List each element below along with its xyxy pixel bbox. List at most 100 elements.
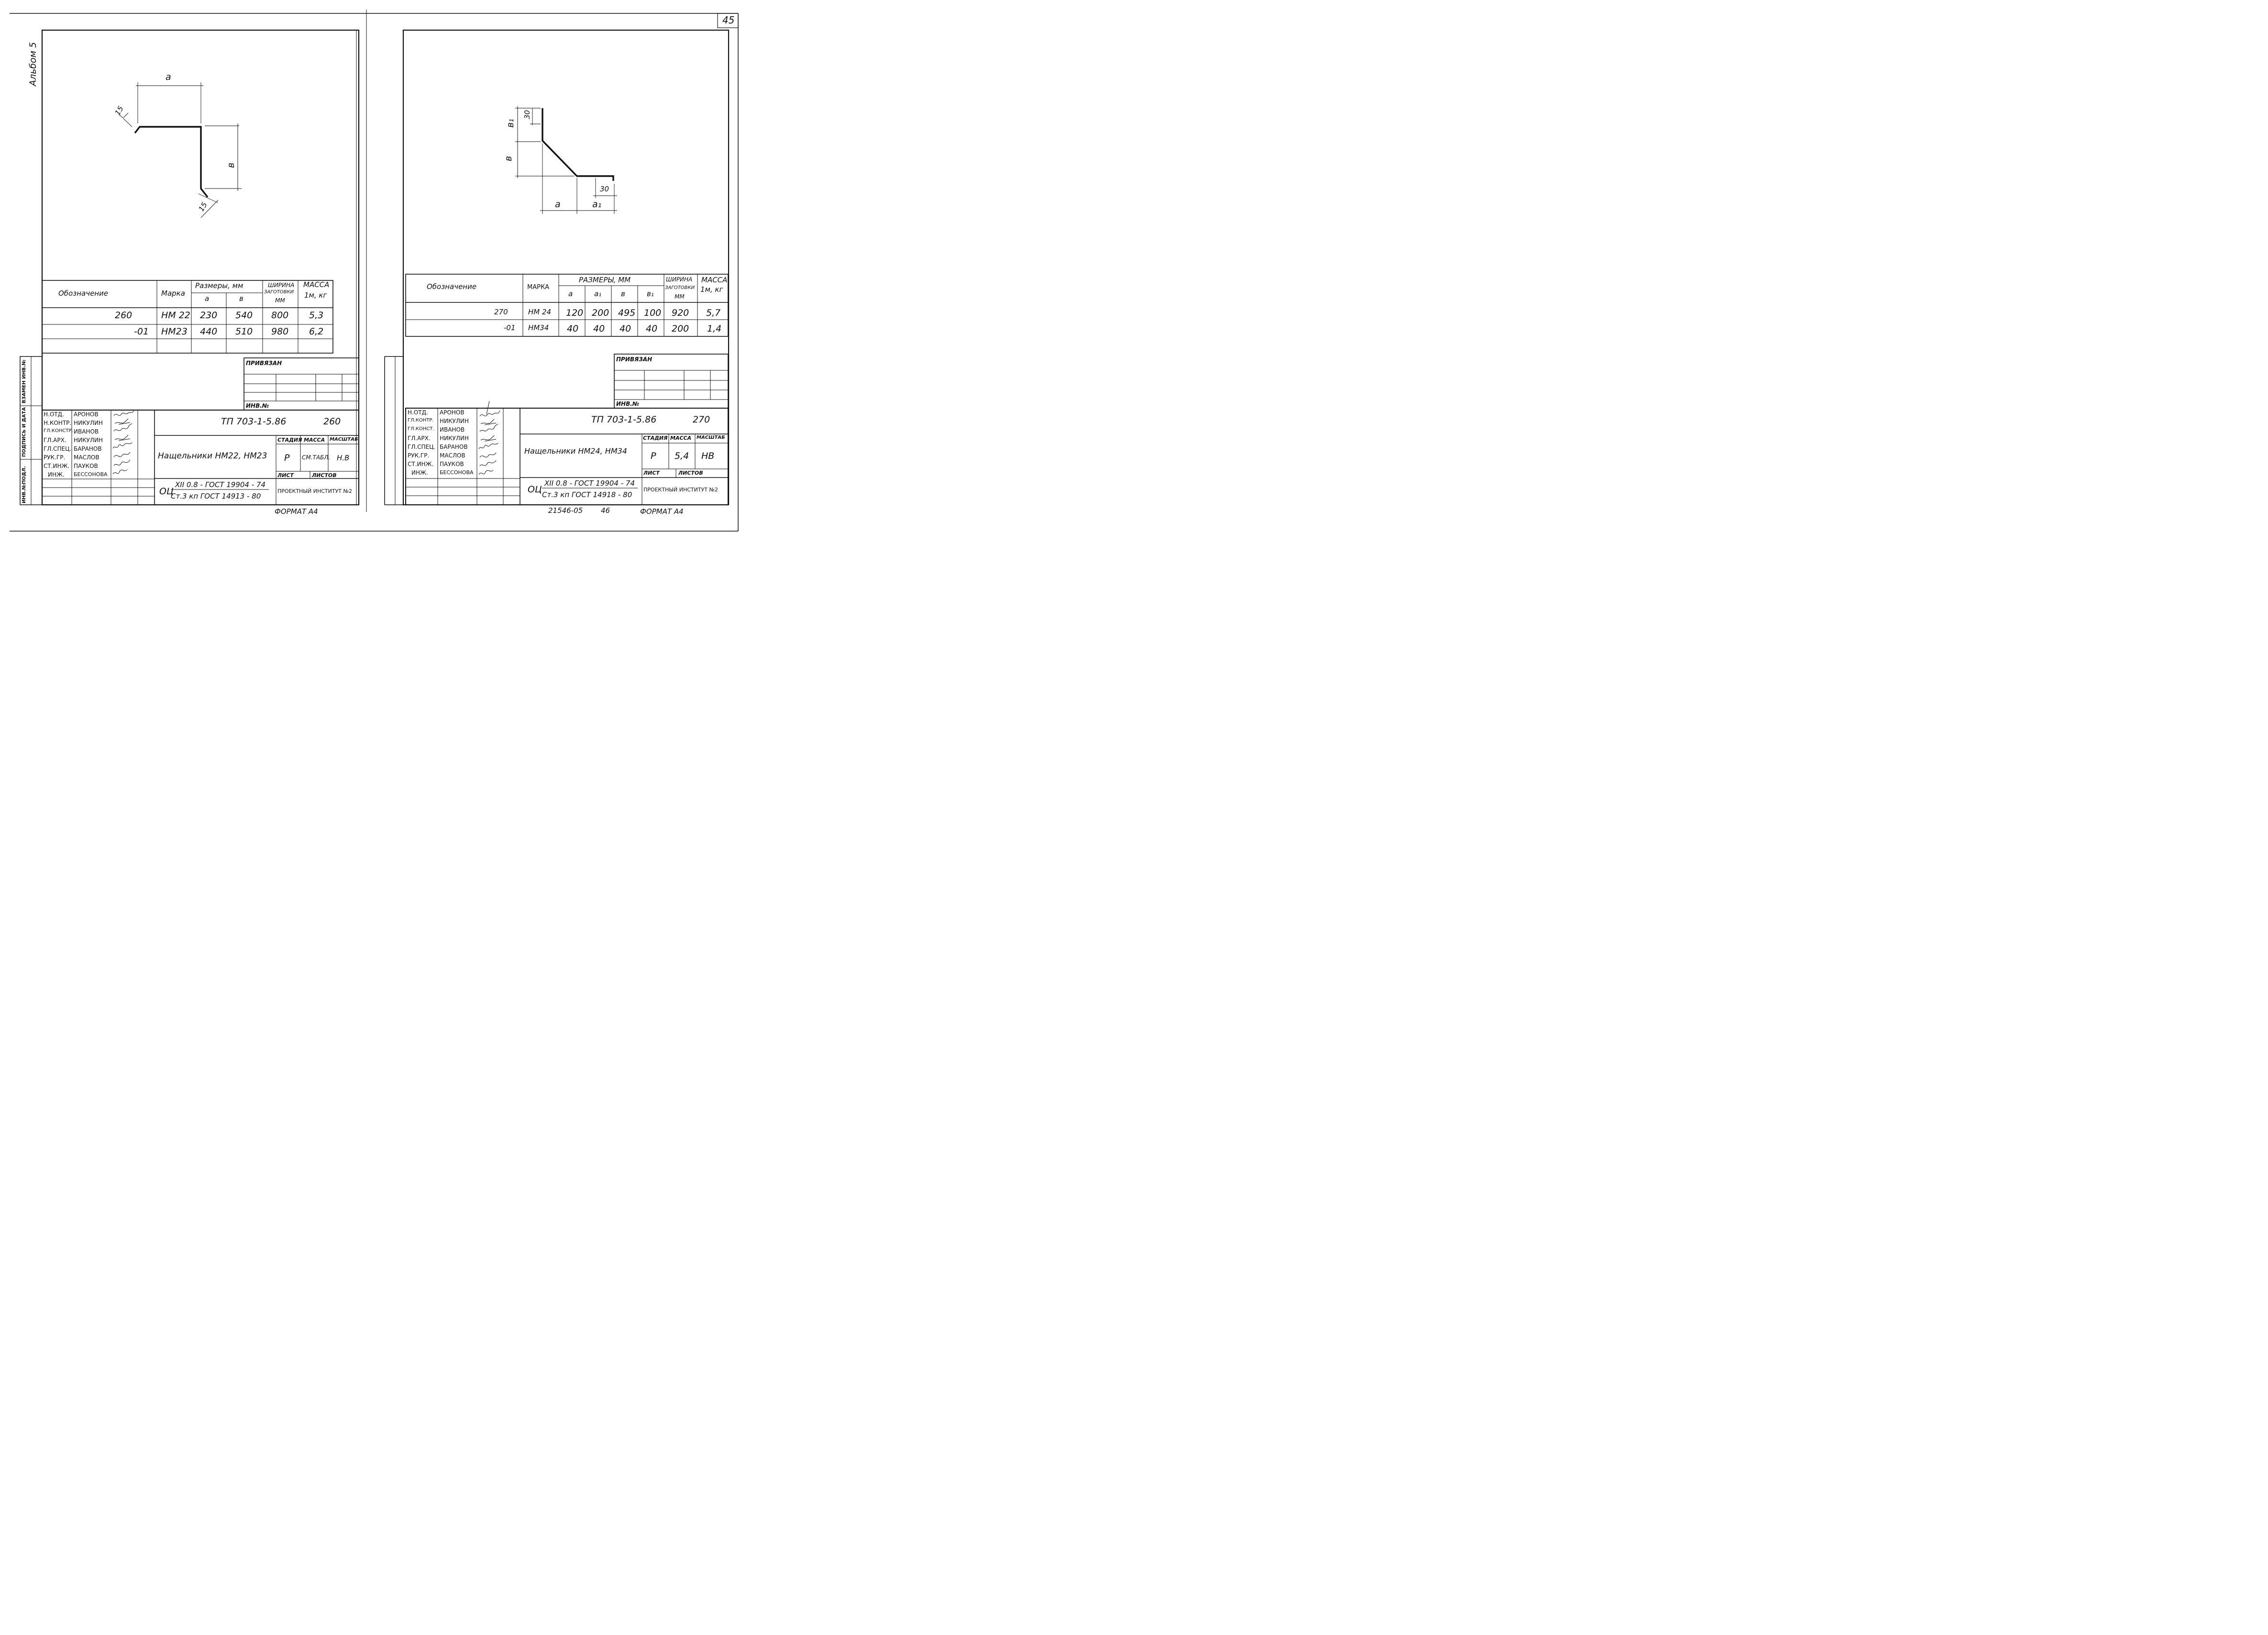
right-sheet-number: 270 — [693, 414, 710, 425]
right-role-0: Н.ОТД. — [408, 409, 428, 416]
left-th-sizes: Размеры, мм — [195, 281, 243, 290]
left-row2-designation: -01 — [134, 326, 149, 337]
left-row2-mark: НМ23 — [161, 326, 188, 337]
left-name-5: МАСЛОВ — [74, 454, 100, 461]
right-sheet-label: ЛИСТ — [643, 470, 660, 476]
left-role-2: ГЛ.КОНСТР. — [44, 428, 73, 434]
left-sheet-label: ЛИСТ — [277, 472, 294, 478]
right-archive-sheet: 46 — [601, 506, 610, 515]
right-scale-label: МАСШТАБ — [697, 435, 725, 440]
stamp-replaces-inv: ВЗАМЕН ИНВ.№ — [22, 359, 27, 403]
right-dim-b: в — [503, 156, 514, 162]
left-name-4: БАРАНОВ — [74, 445, 102, 452]
left-mass: СМ.ТАБЛ. — [302, 454, 331, 461]
right-dim-bottom: 30 — [600, 185, 609, 193]
stamp-inv-original: ИНВ.№ПОДЛ. — [22, 466, 27, 503]
left-th-width-2: ЗАГОТОВКИ — [264, 289, 294, 295]
left-th-designation: Обозначение — [58, 289, 109, 298]
right-th-designation: Обозначение — [427, 282, 477, 291]
right-name-4: БАРАНОВ — [440, 444, 468, 450]
right-role-2: ГЛ.КОНСТ. — [408, 426, 434, 432]
right-row2-a: 40 — [567, 323, 579, 334]
left-stage: Р — [284, 453, 290, 463]
right-format: ФОРМАТ А4 — [640, 507, 684, 516]
right-name-0: АРОНОВ — [440, 409, 465, 416]
right-th-mass-2: 1м, кг — [700, 285, 723, 294]
stamp-signature-date: ПОДПИСЬ И ДАТА — [22, 407, 27, 457]
right-archive-number: 21546-05 — [548, 506, 583, 515]
left-scale-label: МАСШТАБ — [330, 437, 358, 442]
left-name-1: НИКУЛИН — [74, 420, 103, 426]
left-scale: Н.В — [337, 454, 350, 462]
left-material-bottom: Ст.3 кп ГОСТ 14913 - 80 — [171, 492, 261, 501]
right-row2-b: 40 — [620, 323, 631, 334]
right-title: Нащельники НМ24, НМ34 — [524, 446, 627, 456]
left-th-b: в — [239, 294, 243, 303]
right-th-a1: a₁ — [594, 289, 602, 298]
left-sheets-label: ЛИСТОВ — [312, 472, 337, 478]
right-row2-mass: 1,4 — [707, 323, 722, 334]
right-row2-designation: -01 — [504, 323, 516, 332]
right-name-7: БЕССОНОВА — [440, 469, 474, 476]
right-row1-width: 920 — [672, 308, 689, 318]
left-row1-width: 800 — [271, 310, 289, 321]
right-th-b1: в₁ — [647, 289, 654, 298]
left-role-0: Н.ОТД. — [44, 411, 64, 418]
right-dim-a1: a₁ — [592, 199, 602, 210]
right-name-6: ПАУКОВ — [440, 461, 464, 467]
left-doc-code: ТП 703-1-5.86 — [221, 416, 287, 427]
right-row1-mass: 5,7 — [706, 308, 721, 318]
right-row2-a1: 40 — [593, 323, 605, 334]
left-sheet-number: 260 — [323, 416, 341, 427]
page-number: 45 — [722, 14, 735, 26]
right-th-a: a — [568, 289, 573, 298]
left-row1-mark: НМ 22 — [161, 310, 190, 321]
drawing-frame — [10, 10, 739, 532]
right-role-4: ГЛ.СПЕЦ. — [408, 444, 436, 450]
right-mass-label: МАССА — [670, 435, 692, 441]
left-format: ФОРМАТ А4 — [275, 507, 318, 516]
right-th-b: в — [621, 289, 625, 298]
left-inv-label: ИНВ.№ — [246, 402, 269, 409]
left-name-0: АРОНОВ — [74, 411, 99, 418]
left-row1-b: 540 — [235, 310, 253, 321]
left-name-2: ИВАНОВ — [74, 428, 99, 435]
right-scale: НВ — [701, 451, 715, 461]
right-material-prefix: ОЦ — [528, 484, 542, 495]
left-name-6: ПАУКОВ — [74, 463, 98, 469]
right-bound-label: ПРИВЯЗАН — [616, 356, 653, 363]
left-th-mark: Марка — [161, 289, 185, 298]
right-row2-mark: НМ34 — [528, 323, 549, 332]
left-dim-a: a — [166, 72, 171, 82]
left-row2-width: 980 — [271, 326, 289, 337]
right-row1-a1: 200 — [592, 308, 609, 318]
right-inv-label: ИНВ.№ — [616, 400, 640, 407]
left-profile-drawing — [119, 82, 242, 218]
right-role-3: ГЛ.АРХ. — [408, 435, 431, 442]
right-name-3: НИКУЛИН — [440, 435, 469, 442]
right-role-1: ГЛ.КОНТР. — [408, 418, 434, 423]
right-th-sizes: РАЗМЕРЫ, ММ — [579, 276, 631, 284]
left-role-6: СТ.ИНЖ. — [44, 463, 70, 469]
right-institute: ПРОЕКТНЫЙ ИНСТИТУТ №2 — [643, 487, 718, 493]
left-name-3: НИКУЛИН — [74, 437, 103, 444]
right-dim-top: 30 — [523, 110, 532, 120]
right-role-5: РУК.ГР. — [408, 452, 430, 459]
right-name-5: МАСЛОВ — [440, 452, 465, 459]
right-row1-a: 120 — [566, 308, 584, 318]
right-th-width-2: ЗАГОТОВКИ — [665, 285, 695, 290]
left-row2-mass: 6,2 — [309, 326, 324, 337]
left-th-width-1: ШИРИНА — [268, 282, 295, 289]
right-doc-code: ТП 703-1-5.86 — [591, 414, 657, 425]
right-name-2: ИВАНОВ — [440, 426, 465, 433]
right-material-top: XII 0.8 - ГОСТ 19904 - 74 — [544, 479, 635, 488]
right-mass: 5,4 — [675, 451, 689, 461]
right-row2-width: 200 — [672, 323, 689, 334]
left-title: Нащельники НМ22, НМ23 — [158, 451, 267, 461]
right-th-mark: МАРКА — [527, 284, 550, 291]
left-th-a: a — [205, 294, 210, 303]
right-role-7: ИНЖ. — [411, 469, 428, 476]
right-stage: Р — [651, 451, 656, 461]
right-row1-b1: 100 — [644, 308, 662, 318]
right-stage-label: СТАДИЯ — [643, 435, 668, 441]
